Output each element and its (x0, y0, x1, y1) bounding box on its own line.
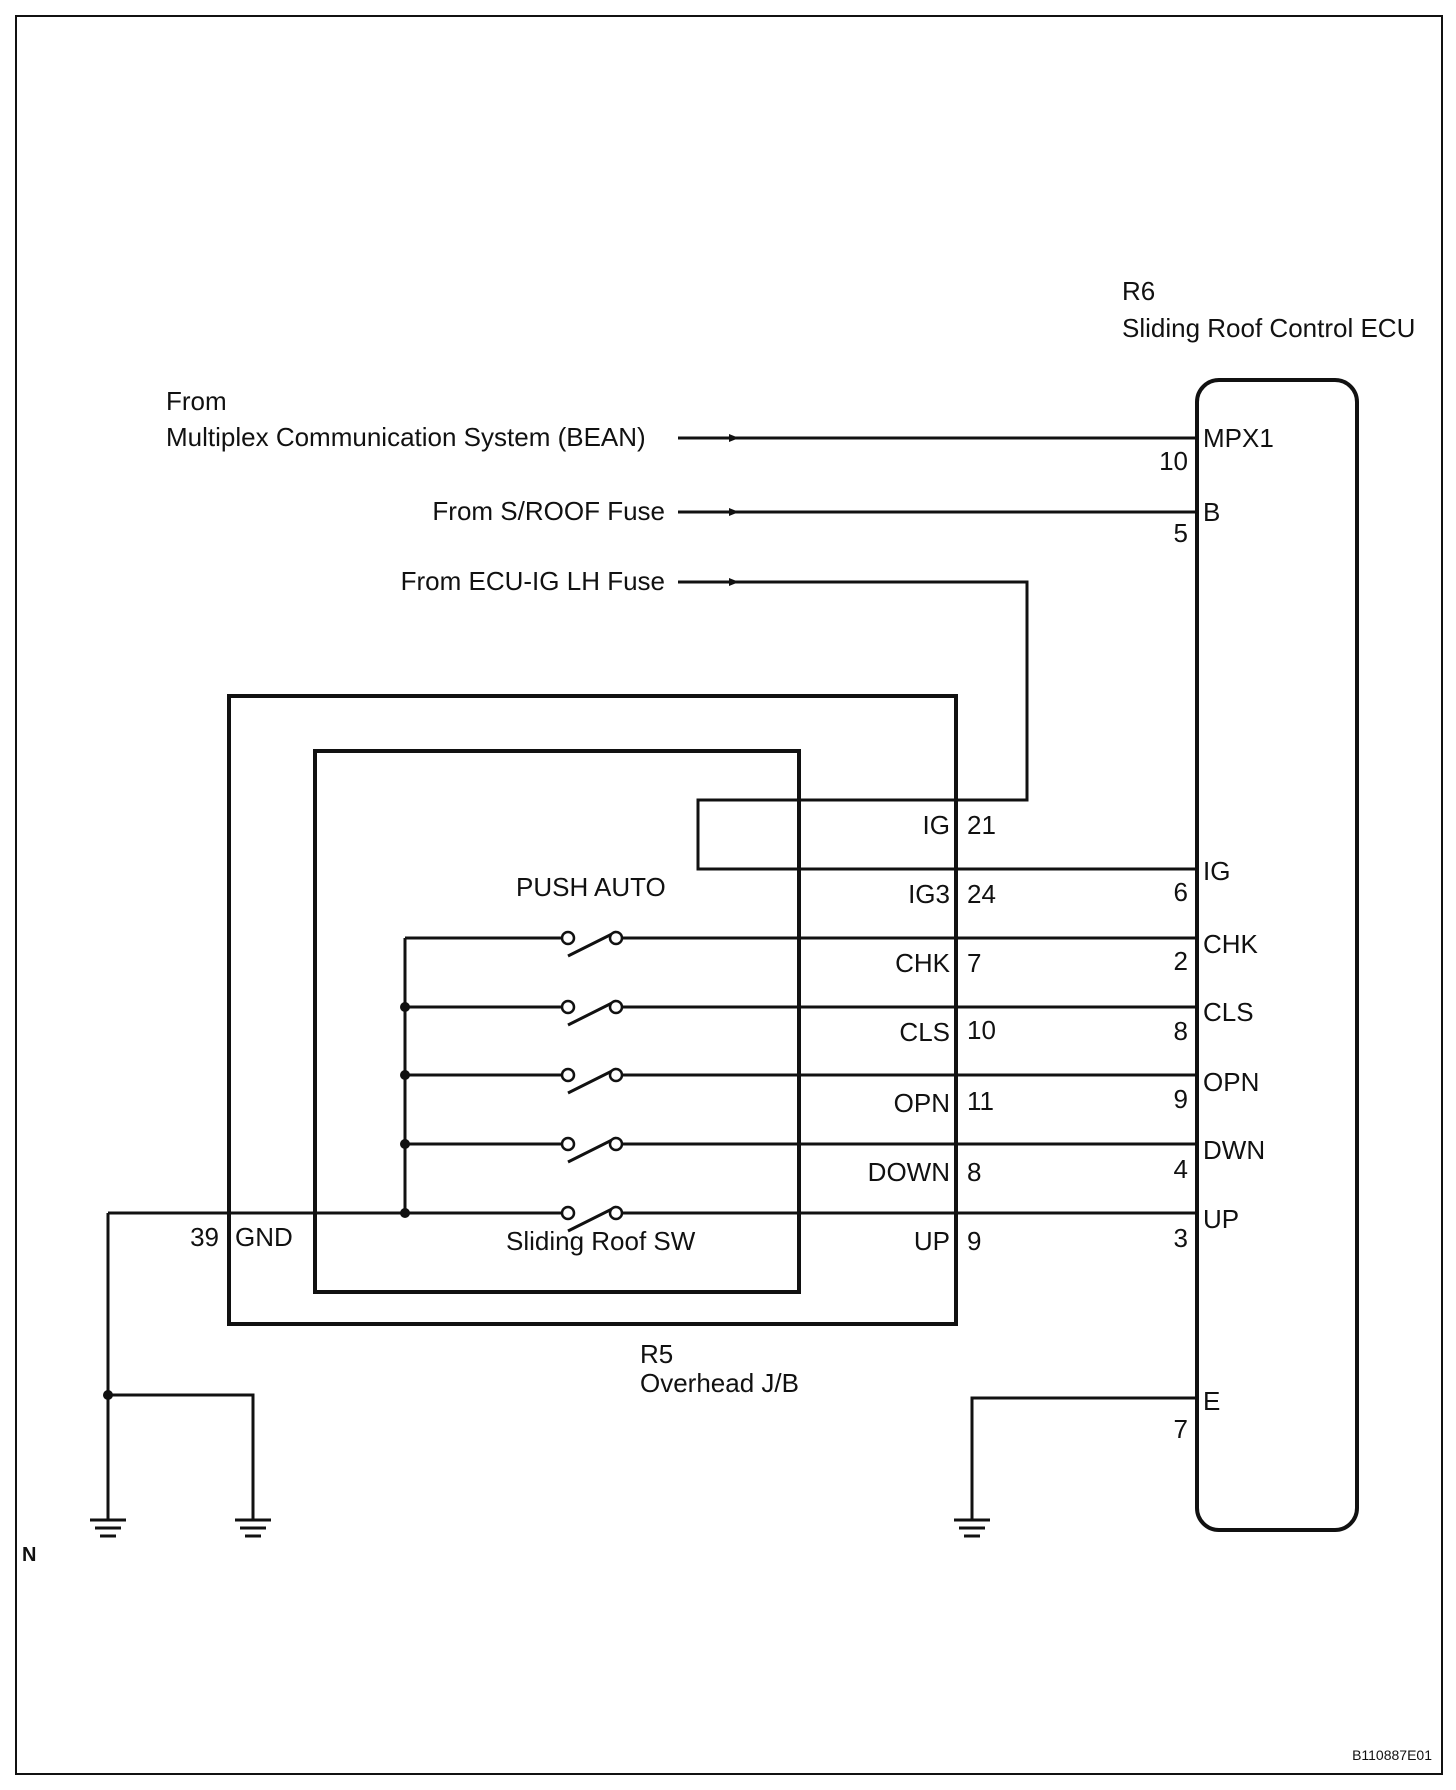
junction-dot (400, 1139, 410, 1149)
ground-symbol (235, 1518, 271, 1538)
ecu-pin-number: 5 (1174, 518, 1188, 548)
switch-contact-opn (560, 1057, 624, 1095)
switch-contact-cls (560, 989, 624, 1027)
jb-pin-label: IG (923, 810, 950, 840)
switch-contact-down (560, 1126, 624, 1164)
source-bean-line1: From (166, 386, 227, 416)
ecu-pin-number: 3 (1174, 1223, 1188, 1253)
marker-n: N (22, 1544, 36, 1566)
jb-pin-number: 21 (967, 810, 996, 840)
gnd-pin-number: 39 (190, 1222, 219, 1252)
ground-symbol (90, 1518, 126, 1538)
wire-e (970, 1396, 1197, 1520)
switch-contact-chk (560, 920, 624, 958)
jb-pin-number: 24 (967, 879, 996, 909)
ecu-pin-number: 9 (1174, 1084, 1188, 1114)
ecu-ref: R6 (1122, 276, 1155, 306)
source-ecuig: From ECU-IG LH Fuse (401, 566, 665, 596)
junction-dot (400, 1002, 410, 1012)
switch-contact-up (560, 1195, 624, 1233)
ecu-pin-number: 4 (1174, 1154, 1188, 1184)
figure-code: B110887E01 (1352, 1747, 1432, 1763)
diagram-frame (15, 15, 1443, 1775)
ecu-pin-number: 2 (1174, 946, 1188, 976)
ecu-pin-label: CLS (1203, 997, 1254, 1027)
ecu-pin-number: 10 (1159, 446, 1188, 476)
jb-pin-label: DOWN (868, 1157, 950, 1187)
ecu-pin-number: 6 (1174, 877, 1188, 907)
wire-ecu-ig-feed (738, 580, 1029, 802)
ecu-name: Sliding Roof Control ECU (1122, 313, 1415, 343)
ecu-pin-label: DWN (1203, 1135, 1265, 1165)
ecu-pin-label: UP (1203, 1204, 1239, 1234)
switch-mode-label: PUSH AUTO (516, 872, 666, 902)
jb-pin-number: 10 (967, 1015, 996, 1045)
junction-dot (400, 1070, 410, 1080)
wire-ig-jumper (696, 798, 1197, 871)
wire-gnd-branch (108, 1393, 255, 1520)
source-bean-line2: Multiplex Communication System (BEAN) (166, 422, 646, 452)
overhead-jb-body (227, 694, 958, 1326)
ecu-pin-label: CHK (1203, 929, 1259, 959)
ecu-pin-label: B (1203, 497, 1220, 527)
jb-pin-number: 8 (967, 1157, 981, 1187)
jb-pin-number: 11 (967, 1086, 994, 1116)
ecu-body (1195, 378, 1359, 1532)
ecu-pin-label: IG (1203, 856, 1230, 886)
sliding-roof-sw-body (313, 749, 801, 1294)
ecu-pin-label: MPX1 (1203, 423, 1274, 453)
jb-name: Overhead J/B (640, 1368, 799, 1398)
jb-ref: R5 (640, 1339, 673, 1369)
ground-symbol (954, 1518, 990, 1538)
jb-pin-label: IG3 (908, 879, 950, 909)
jb-pin-number: 9 (967, 1226, 981, 1256)
junction-dot (103, 1390, 113, 1400)
jb-pin-label: OPN (894, 1088, 950, 1118)
ecu-pin-label: OPN (1203, 1067, 1259, 1097)
junction-dot (400, 1208, 410, 1218)
ecu-pin-number: 8 (1174, 1016, 1188, 1046)
ecu-pin-number: 7 (1174, 1414, 1188, 1444)
jb-pin-label: CLS (899, 1017, 950, 1047)
ecu-pin-label: E (1203, 1386, 1220, 1416)
jb-pin-number: 7 (967, 948, 981, 978)
source-sroof: From S/ROOF Fuse (432, 496, 665, 526)
jb-pin-label: UP (914, 1226, 950, 1256)
gnd-pin-label: GND (235, 1222, 293, 1252)
jb-pin-label: CHK (895, 948, 951, 978)
